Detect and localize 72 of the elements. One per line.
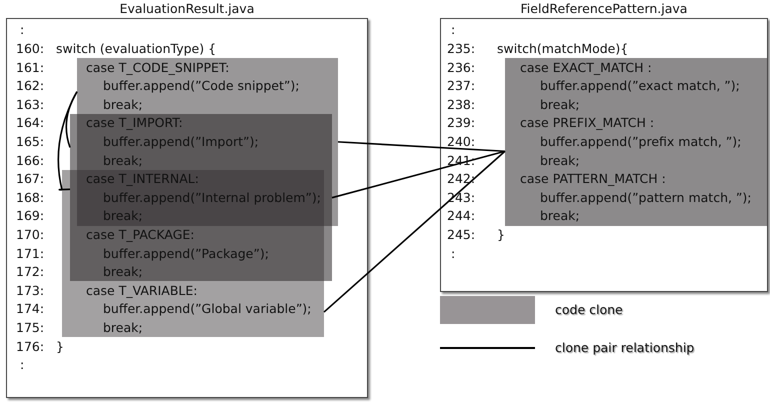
- line-number: 239:: [447, 115, 476, 132]
- line-number: 161:: [16, 60, 44, 76]
- code-line: buffer.append(”Import”);: [103, 134, 259, 150]
- line-number: 160:: [16, 40, 44, 57]
- code-line: case PATTERN_MATCH :: [520, 171, 666, 188]
- clone-pair-line: [332, 150, 506, 198]
- ellipsis-mark: :: [20, 357, 24, 374]
- ellipsis-mark: :: [451, 22, 456, 38]
- legend-label: code clone: [555, 302, 623, 317]
- code-line: buffer.append(”prefix match, ”);: [540, 134, 742, 150]
- code-line: break;: [103, 320, 143, 336]
- code-line: break;: [103, 96, 143, 113]
- line-number: 237:: [447, 78, 476, 94]
- file-name: EvaluationResult.java: [118, 0, 256, 18]
- line-number: 163:: [16, 96, 44, 113]
- line-number: 172:: [16, 264, 44, 280]
- code-line: buffer.append(”pattern match, ”);: [540, 190, 752, 206]
- line-number: 162:: [16, 78, 44, 94]
- clone-pair-line: [338, 141, 506, 152]
- code-line: break;: [540, 208, 580, 224]
- line-number: 236:: [447, 60, 476, 76]
- code-line: }: [497, 226, 505, 243]
- line-number: 168:: [16, 190, 44, 206]
- line-number: 165:: [16, 134, 44, 150]
- ellipsis-mark: :: [451, 246, 456, 262]
- code-line: case PREFIX_MATCH :: [520, 115, 654, 132]
- code-line: buffer.append(”Global variable”);: [103, 301, 312, 318]
- code-line: break;: [103, 264, 143, 280]
- line-number: 245:: [447, 226, 476, 243]
- line-number: 170:: [16, 226, 44, 243]
- code-line: buffer.append(”Code snippet”);: [103, 78, 300, 94]
- code-line: case EXACT_MATCH :: [520, 60, 652, 76]
- clone-region: [62, 170, 324, 338]
- line-number: 167:: [16, 171, 44, 188]
- line-number: 164:: [16, 115, 44, 132]
- line-number: 166:: [16, 152, 44, 168]
- line-number: 175:: [16, 320, 44, 336]
- line-number: 173:: [16, 282, 44, 299]
- code-line: case T_VARIABLE:: [86, 282, 198, 299]
- clone-pair-line: [59, 188, 70, 191]
- code-line: switch(matchMode){: [497, 40, 628, 57]
- line-number: 169:: [16, 208, 44, 224]
- line-number: 235:: [447, 40, 476, 57]
- line-number: 238:: [447, 96, 476, 113]
- code-line: buffer.append(”Package”);: [103, 246, 269, 262]
- clone-region: [505, 58, 768, 226]
- code-line: break;: [540, 96, 580, 113]
- clone-region: [70, 114, 332, 282]
- code-line: }: [56, 338, 64, 354]
- code-line: buffer.append(”Internal problem”);: [103, 190, 321, 206]
- clone-region: [77, 58, 338, 226]
- line-number: 242:: [447, 171, 476, 188]
- code-line: case T_CODE_SNIPPET:: [86, 60, 230, 76]
- code-line: break;: [540, 152, 580, 168]
- legend-label: clone pair relationship: [555, 340, 694, 355]
- code-line: break;: [103, 208, 143, 224]
- line-number: 240:: [447, 134, 476, 150]
- line-number: 244:: [447, 208, 476, 224]
- line-number: 176:: [16, 338, 44, 354]
- code-line: buffer.append(”exact match, ”);: [540, 78, 740, 94]
- clone-pair-line: [323, 150, 506, 313]
- code-line: case T_IMPORT:: [86, 115, 183, 132]
- code-line: case T_PACKAGE:: [86, 226, 194, 243]
- line-number: 171:: [16, 246, 44, 262]
- code-line: case T_INTERNAL:: [86, 171, 199, 188]
- ellipsis-mark: :: [20, 22, 24, 38]
- line-number: 174:: [16, 301, 44, 318]
- file-name: FieldReferencePattern.java: [520, 0, 688, 18]
- code-line: switch (evaluationType) {: [56, 40, 216, 57]
- code-line: break;: [103, 152, 143, 168]
- clone-pair-line: [66, 91, 78, 148]
- clone-pair-line: [58, 91, 78, 190]
